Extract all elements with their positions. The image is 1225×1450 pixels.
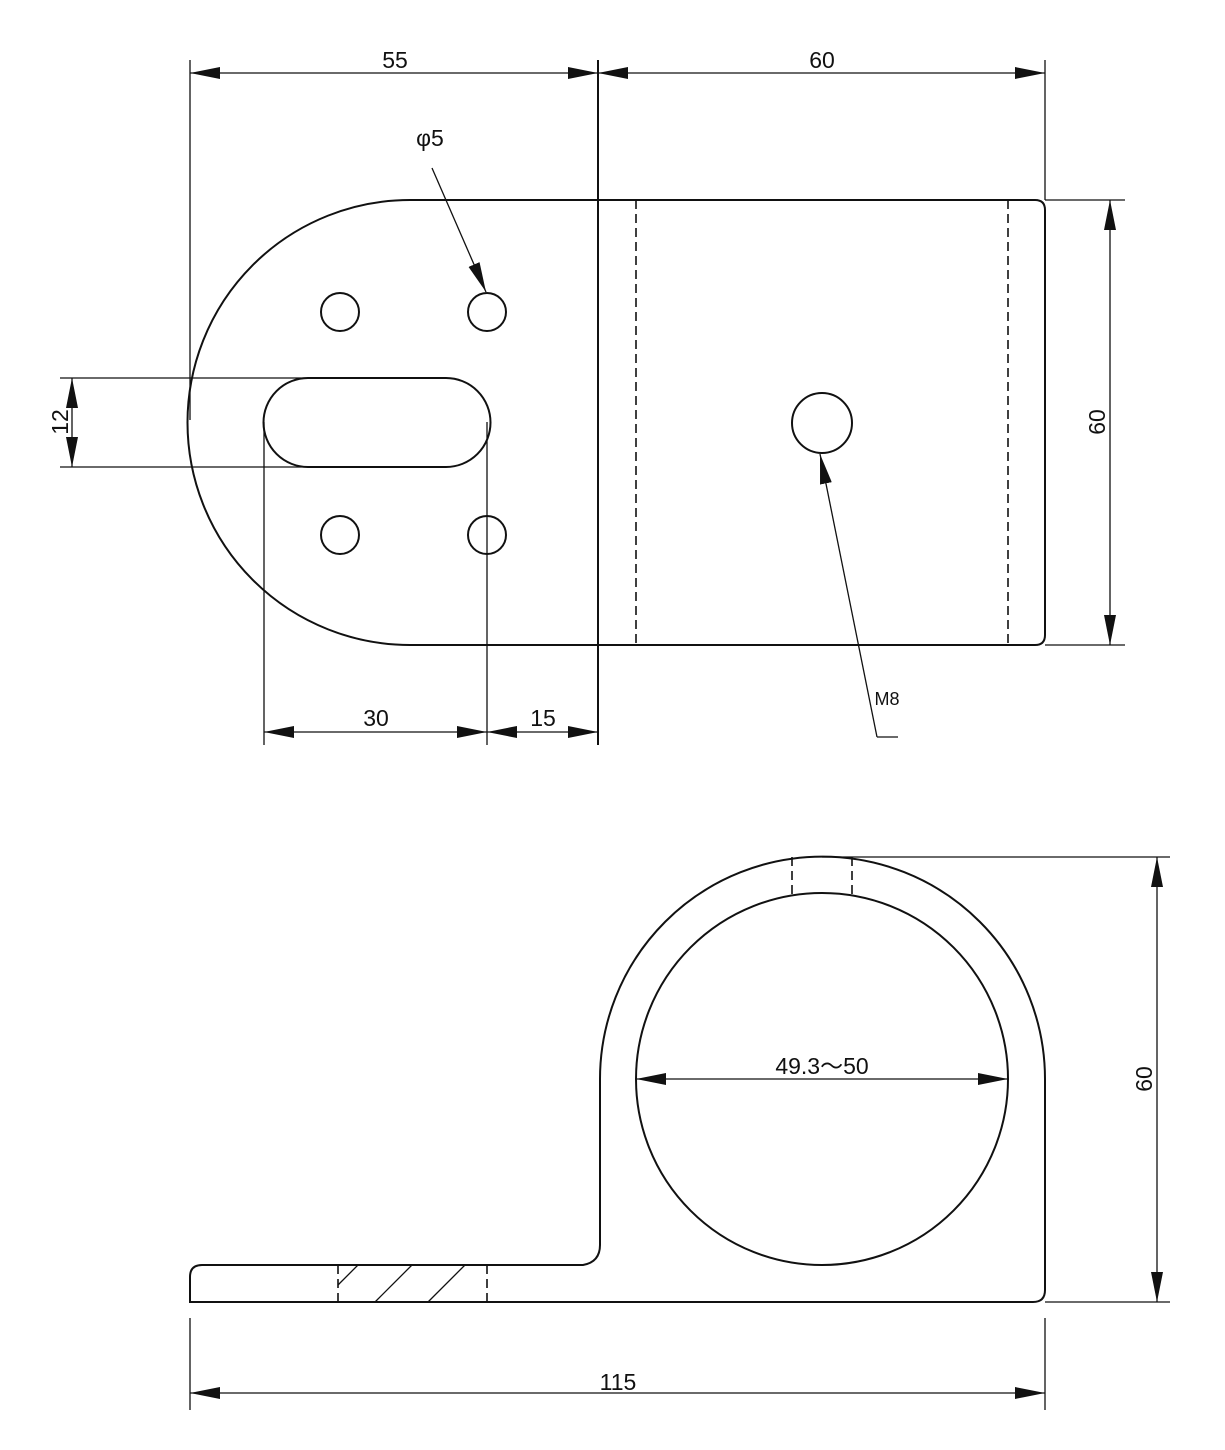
dim-15: 15: [530, 705, 556, 731]
dim-inner-diameter: 49.3〜50: [775, 1053, 868, 1079]
leader-line: [819, 453, 878, 738]
dim-30: 30: [363, 705, 389, 731]
mounting-hole: [320, 292, 360, 332]
dim-115: 115: [600, 1369, 637, 1395]
hole-callout: φ5: [416, 125, 444, 151]
mounting-hole: [320, 515, 360, 555]
dim-60-top: 60: [809, 47, 835, 73]
bracket-outline: [189, 855, 1046, 1303]
section-hatch: [337, 1264, 466, 1303]
dim-55: 55: [382, 47, 408, 73]
slot: [262, 377, 492, 468]
dim-60-front: 60: [1131, 1066, 1157, 1092]
front-view: 49.3〜50 60 115: [189, 855, 1170, 1410]
m8-hole: [791, 392, 853, 454]
top-view: 55 60 12 30 15 60 φ5 M8: [47, 47, 1125, 745]
leader-line: [431, 167, 487, 293]
plate-outline: [186, 199, 1046, 646]
thread-callout: M8: [874, 689, 899, 709]
dim-12: 12: [47, 409, 73, 435]
dim-60-right: 60: [1084, 409, 1110, 435]
mounting-hole: [467, 292, 507, 332]
